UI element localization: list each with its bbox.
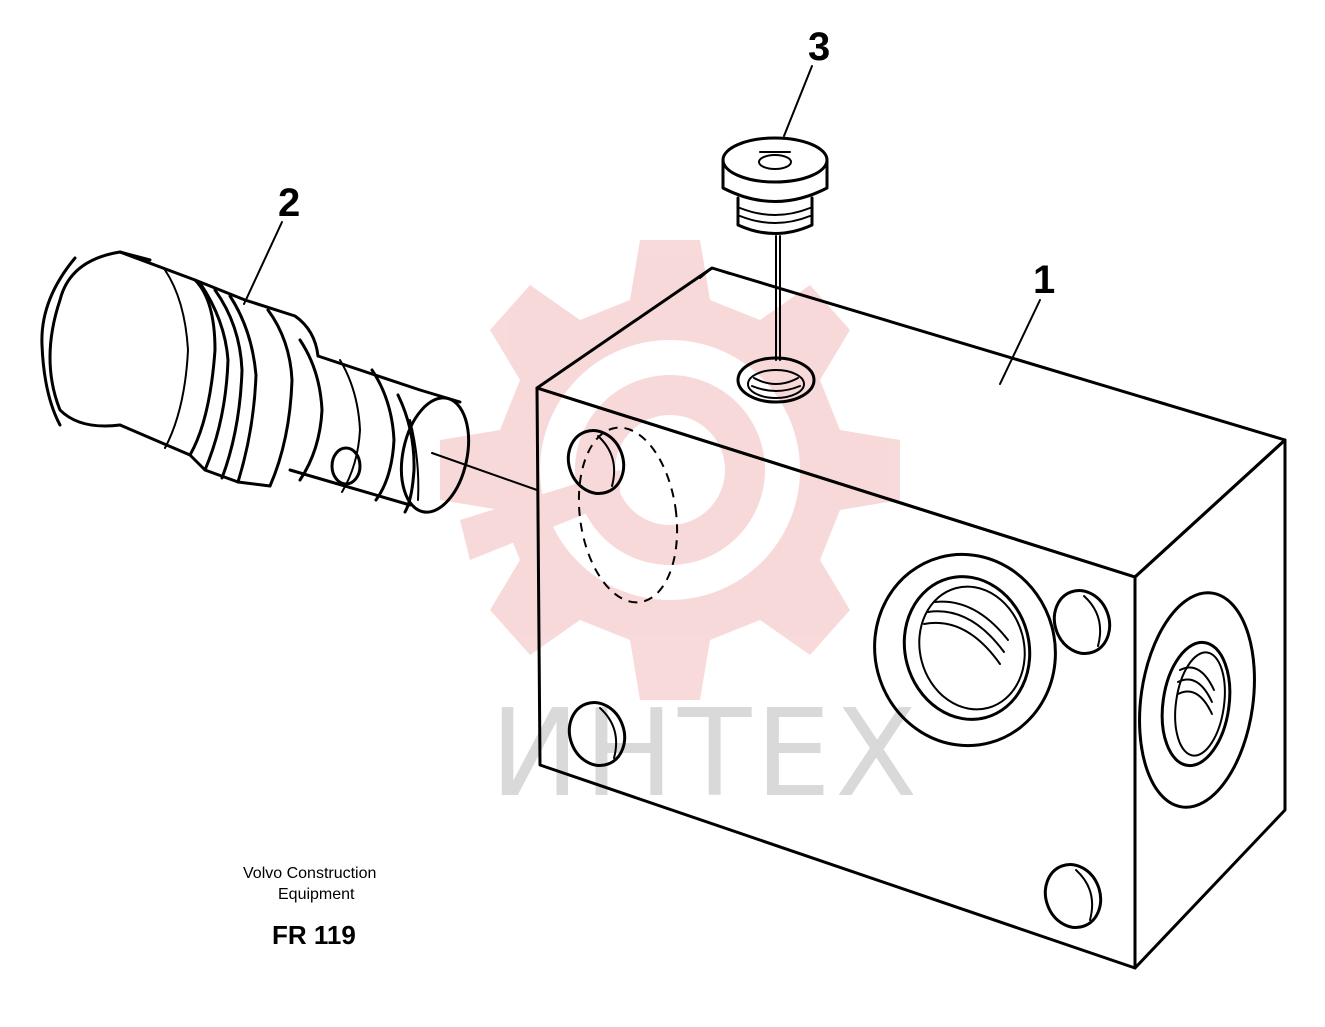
callout-1: 1 — [1033, 258, 1055, 302]
mounting-hole-right-upper — [1052, 589, 1112, 655]
plug — [721, 136, 829, 235]
callout-3: 3 — [808, 25, 830, 69]
mounting-hole-top-left — [566, 429, 626, 495]
watermark-text: ИНТЕХ — [490, 685, 921, 824]
cartridge-valve — [40, 250, 471, 514]
leader-line-2 — [243, 221, 283, 305]
cartridge-side-hole — [330, 446, 362, 486]
side-port — [1138, 591, 1256, 809]
mounting-hole-bottom-left — [567, 701, 627, 767]
leader-line-3 — [783, 65, 813, 137]
valve-block — [535, 266, 1287, 970]
front-large-port — [873, 552, 1057, 748]
leader-line-1 — [999, 299, 1041, 385]
manufacturer-caption-line1: Volvo Construction — [243, 865, 377, 882]
callout-2: 2 — [278, 181, 300, 225]
mounting-hole-right-lower — [1043, 863, 1103, 929]
watermark-gear-logo — [440, 240, 900, 700]
manufacturer-caption-line2: Equipment — [278, 886, 355, 903]
cartridge-cavity-hidden — [577, 426, 679, 604]
cartridge-assembly-line — [431, 452, 538, 491]
figure-code: FR 119 — [272, 920, 356, 950]
